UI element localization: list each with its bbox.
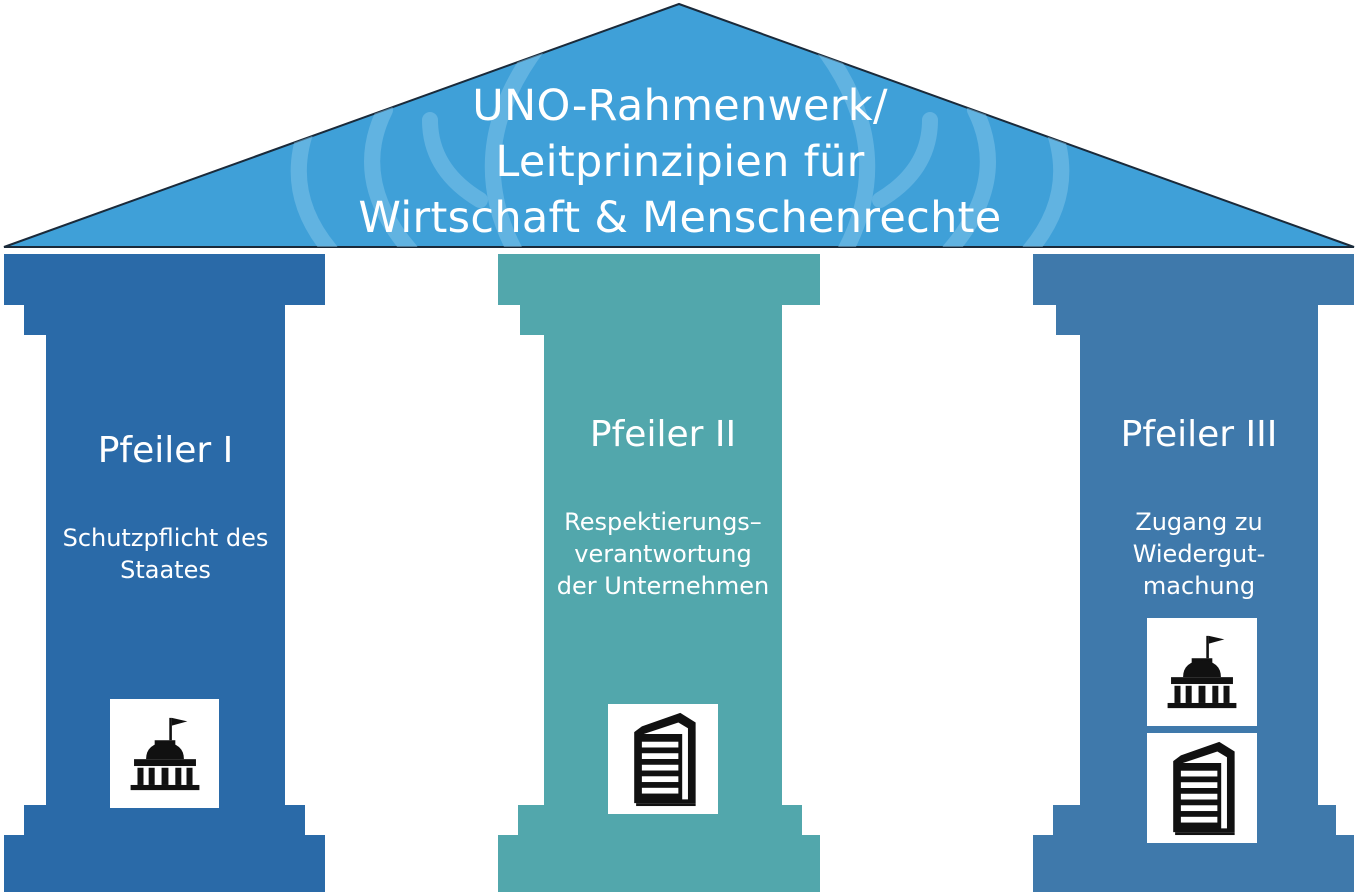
roof <box>3 2 1355 248</box>
pillar-1-subtitle: Schutzpflicht des Staates <box>30 522 301 586</box>
government-building-icon <box>1159 629 1245 715</box>
roof-title-line-2: Leitprinzipien für <box>495 137 865 187</box>
roof-title: UNO-Rahmenwerk/ Leitprinzipien für Wirts… <box>300 78 1060 246</box>
pillar-2-subtitle: Respektierungs– verantwortung der Untern… <box>520 506 806 602</box>
roof-title-line-1: UNO-Rahmenwerk/ <box>472 81 888 131</box>
pillar-2-subtitle-line-3: der Unternehmen <box>556 572 770 600</box>
pillar-1-subtitle-line-2: Staates <box>120 556 211 584</box>
pillar-1 <box>4 254 325 892</box>
pillar-3-subtitle-line-1: Zugang zu <box>1135 508 1263 536</box>
pillar-3-subtitle: Zugang zu Wiedergut- machung <box>1080 506 1318 602</box>
pillar-3-body <box>1033 254 1354 892</box>
pillar-3 <box>1033 254 1354 892</box>
un-emblem-watermark <box>290 12 1070 247</box>
roof-title-line-3: Wirtschaft & Menschenrechte <box>358 193 1002 243</box>
pillar-2-subtitle-line-2: verantwortung <box>574 540 752 568</box>
pillar-2-subtitle-line-1: Respektierungs– <box>564 508 762 536</box>
government-building-icon <box>122 711 208 797</box>
pillar-2-body <box>498 254 820 892</box>
pillar-3-subtitle-line-3: machung <box>1142 572 1256 600</box>
pillar-1-subtitle-line-1: Schutzpflicht des <box>62 524 269 552</box>
pillar-3-icon-box-1 <box>1147 618 1257 726</box>
pillar-3-subtitle-line-2: Wiedergut- <box>1132 540 1266 568</box>
pillar-2 <box>498 254 820 892</box>
office-building-icon <box>1154 736 1250 840</box>
office-building-icon <box>615 707 711 811</box>
pillar-2-title: Pfeiler II <box>589 414 737 455</box>
pillar-2-icon-box <box>608 704 718 814</box>
pillar-3-title: Pfeiler III <box>1120 414 1278 455</box>
pillar-1-icon-box <box>110 699 219 808</box>
roof-triangle <box>3 2 1355 248</box>
pillar-3-icon-box-2 <box>1147 733 1257 843</box>
pillar-1-body <box>4 254 325 892</box>
pillar-1-title: Pfeiler I <box>97 430 234 471</box>
